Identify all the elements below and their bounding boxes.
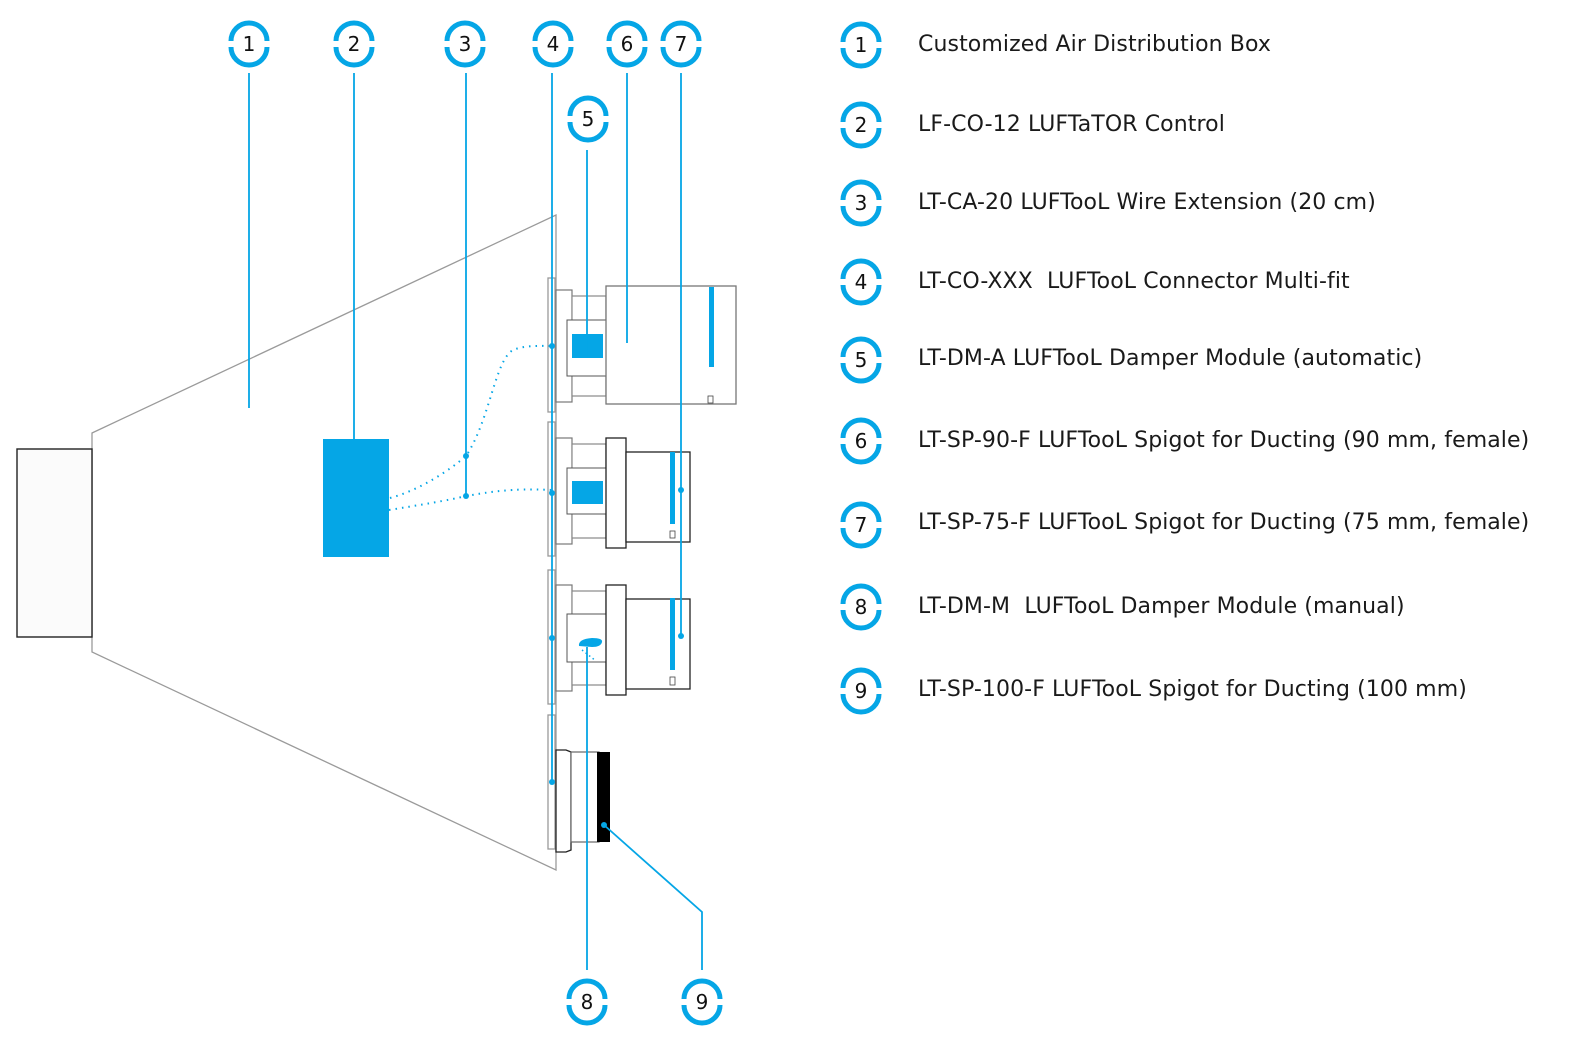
legend-badge-5: 5 [843,339,879,381]
legend-badge-7: 7 [843,504,879,546]
svg-text:2: 2 [348,32,361,56]
callout-badge-1: 1 [231,23,267,65]
legend-item-7: LT-SP-75-F LUFTooL Spigot for Ducting (7… [918,510,1530,535]
svg-text:1: 1 [855,33,868,57]
svg-text:2: 2 [855,113,868,137]
svg-text:3: 3 [459,32,472,56]
callout-badge-4: 4 [535,23,571,65]
svg-text:9: 9 [696,990,709,1014]
legend-item-4: LT-CO-XXX LUFTooL Connector Multi-fit [918,269,1350,294]
module-row-3 [555,584,691,696]
callout-badge-3: 3 [447,23,483,65]
legend-item-1: Customized Air Distribution Box [918,32,1271,57]
svg-text:1: 1 [243,32,256,56]
callout-badge-6: 6 [609,23,645,65]
legend-badge-9: 9 [843,670,879,712]
legend-item-6: LT-SP-90-F LUFTooL Spigot for Ducting (9… [918,428,1530,453]
svg-text:6: 6 [621,32,634,56]
legend-item-3: LT-CA-20 LUFTooL Wire Extension (20 cm) [918,190,1376,215]
legend-badge-1: 1 [843,24,879,66]
luftator-control-unit [323,439,389,557]
svg-text:4: 4 [855,270,868,294]
manual-damper-lever [578,638,603,647]
distribution-box-inlet [16,448,93,638]
module-row-2 [555,437,691,549]
callout-badge-5: 5 [570,98,606,140]
legend-badge-4: 4 [843,261,879,303]
legend-item-9: LT-SP-100-F LUFTooL Spigot for Ducting (… [918,677,1467,702]
svg-text:6: 6 [855,429,868,453]
svg-text:7: 7 [675,32,688,56]
svg-text:5: 5 [582,107,595,131]
spigot-100-seal [597,752,610,842]
svg-text:8: 8 [855,595,868,619]
callout-badge-7: 7 [663,23,699,65]
module-row-1 [555,285,737,405]
svg-text:7: 7 [855,513,868,537]
legend-badge-3: 3 [843,182,879,224]
svg-text:3: 3 [855,191,868,215]
legend-badge-8: 8 [843,586,879,628]
svg-text:9: 9 [855,679,868,703]
svg-text:5: 5 [855,348,868,372]
damper-actuator [572,481,603,504]
legend-badge-2: 2 [843,104,879,146]
legend-item-2: LF-CO-12 LUFTaTOR Control [918,112,1225,137]
leader-lines [248,73,703,970]
legend-badge-6: 6 [843,420,879,462]
module-row-4 [555,749,610,853]
callout-badge-2: 2 [336,23,372,65]
legend-item-8: LT-DM-M LUFTooL Damper Module (manual) [918,594,1405,619]
callout-badge-9: 9 [684,981,720,1023]
callout-badge-8: 8 [569,981,605,1023]
legend-item-5: LT-DM-A LUFTooL Damper Module (automatic… [918,346,1423,371]
svg-text:8: 8 [581,990,594,1014]
svg-text:4: 4 [547,32,560,56]
